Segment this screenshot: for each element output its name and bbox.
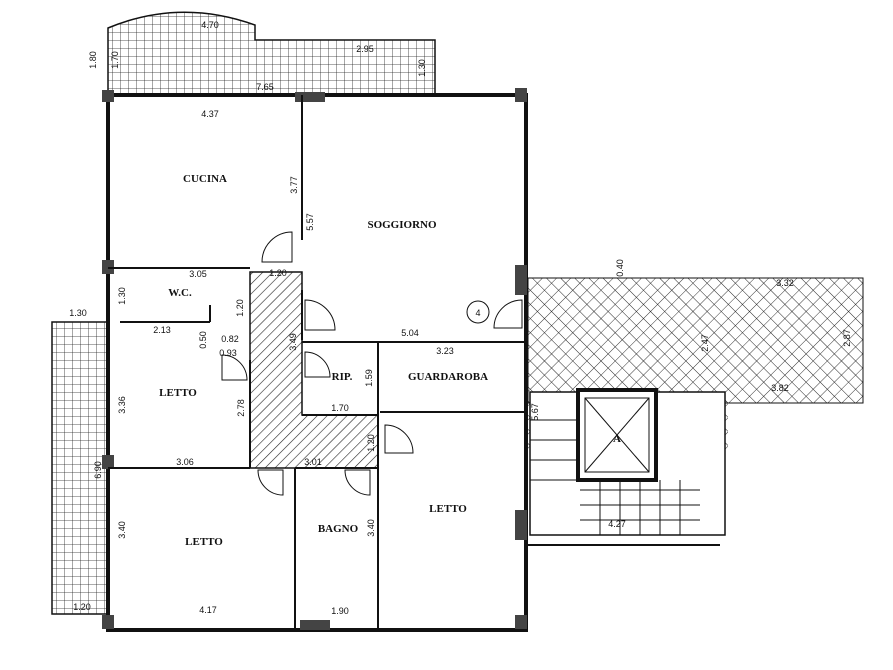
dim-stair-d: 2.87 [842,329,852,347]
room-rip: RIP. [332,371,353,383]
room-bagno: BAGNO [318,523,359,535]
dim-stair-e: 3.82 [771,383,789,393]
dim-rip-h: 1.59 [364,369,374,387]
dim-terrace-top-h2: 1.70 [110,51,120,69]
dim-guardaroba-w: 3.23 [436,346,454,356]
dim-letto1-c: 0.93 [219,348,237,358]
dim-left-terrace-bottom: 1.20 [73,602,91,612]
room-guardaroba: GUARDAROBA [408,371,488,383]
terrace-left [51,321,108,615]
dim-terrace-top-h3: 1.30 [417,59,427,77]
dim-letto1-b: 0.82 [221,334,239,344]
dim-letto3-w: 4.17 [199,605,217,615]
room-letto-2: LETTO [429,503,467,515]
staircase [528,388,726,546]
dim-hall-h: 3.49 [288,333,298,351]
dim-stair-c: 2.47 [700,334,710,352]
room-letto-1: LETTO [159,387,197,399]
dim-wc-w: 3.05 [189,269,207,279]
dim-terrace-top-h1: 1.80 [88,51,98,69]
stair-label: A [613,433,621,445]
dim-letto1-a: 0.50 [198,331,208,349]
doors [221,231,523,496]
dim-stair-a: 0.40 [615,259,625,277]
room-wc: W.C. [168,287,192,299]
room-cucina: CUCINA [183,173,227,185]
dim-cucina-h: 3.77 [289,176,299,194]
unit-number: 4 [475,308,480,318]
dim-left-terrace-h: 6.90 [93,461,103,479]
dim-letto1-w1: 2.13 [153,325,171,335]
dim-stair-b: 3.32 [776,278,794,288]
dim-letto1-h2: 2.78 [236,399,246,417]
dim-bagno-h: 3.40 [366,519,376,537]
dim-letto3-h: 3.40 [117,521,127,539]
room-letto-3: LETTO [185,536,223,548]
dim-bagno-w: 1.90 [331,606,349,616]
dim-wc-h: 1.30 [117,287,127,305]
dim-stair-f: 5.67 [530,403,540,421]
dim-soggiorno-h: 5.57 [305,213,315,231]
dim-terrace-top-w: 4.70 [201,20,219,30]
dim-letto1-h: 3.36 [117,396,127,414]
dim-hall-door: 1.20 [366,434,376,452]
dim-soggiorno-w: 5.04 [401,328,419,338]
dim-stair-g: 4.27 [608,519,626,529]
dim-overall-w: 7.65 [256,82,274,92]
dim-wc-door: 1.20 [235,299,245,317]
dim-letto1-bottom: 3.06 [176,457,194,467]
interior-walls [108,95,526,630]
dim-door-120a: 1.20 [269,268,287,278]
dim-hall-bottom: 3.01 [304,457,322,467]
dim-terrace-top-w2: 2.95 [356,44,374,54]
outer-walls [102,88,528,632]
terrace-top [107,11,436,96]
dim-cucina-w: 4.37 [201,109,219,119]
dim-rip-w: 1.70 [331,403,349,413]
dim-left-terrace-w: 1.30 [69,308,87,318]
room-soggiorno: SOGGIORNO [367,219,437,231]
